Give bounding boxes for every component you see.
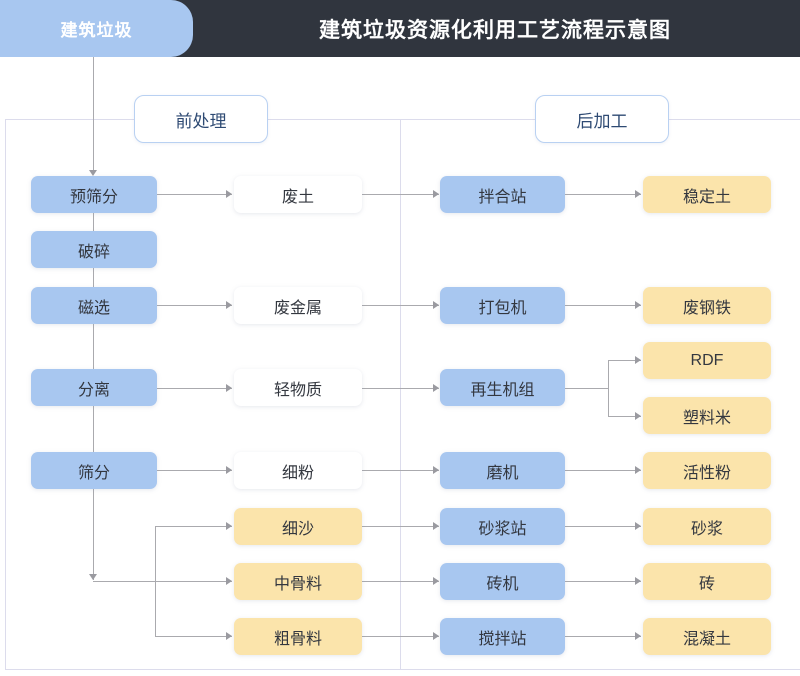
connector-light-matter-to-regen-unit [362,388,439,389]
connector-magnetic-to-waste-metal [157,305,232,306]
arrowhead-separate-to-light-matter [226,384,232,392]
connector-waste-soil-to-mix-station [362,194,439,195]
node-magnetic[interactable]: 磁选 [31,287,157,324]
connector-bus-to-fine-sand [155,526,232,527]
node-crush[interactable]: 破碎 [31,231,157,268]
node-baler[interactable]: 打包机 [440,287,565,324]
node-waste-soil[interactable]: 废土 [234,176,362,213]
node-mortar-plant[interactable]: 砂浆站 [440,508,565,545]
stage-divider [400,119,401,670]
page-title: 建筑垃圾资源化利用工艺流程示意图 [319,18,671,42]
arrowhead-waste-soil-to-mix-station [433,190,439,198]
connector-prescreen-to-waste-soil [157,194,232,195]
connector-mid-agg-to-brick-machine [362,581,439,582]
connector-regen-unit-to-rdf [608,360,641,361]
connector-regen-unit-stem [565,388,609,389]
arrowhead-coarse-agg-to-batch-plant [433,632,439,640]
node-mid-agg[interactable]: 中骨料 [234,563,362,600]
connector-prescreen-to-crush [93,213,94,236]
connector-crush-to-magnetic [93,268,94,291]
arrowhead-mill-to-active-powder [635,466,641,474]
connector-screen-to-fine-powder [157,470,232,471]
connector-aggregate-bus-horizontal [93,581,232,582]
arrowhead-magnetic-to-waste-metal [226,301,232,309]
node-light-matter[interactable]: 轻物质 [234,369,362,406]
diagram-panel [5,119,800,670]
arrowhead-brick-machine-to-brick [635,577,641,585]
connector-fine-sand-to-mortar-plant [362,526,439,527]
connector-separate-to-screen [93,406,94,457]
arrowhead-mortar-plant-to-mortar [635,522,641,530]
node-brick[interactable]: 砖 [643,563,771,600]
node-scrap-steel[interactable]: 废钢铁 [643,287,771,324]
connector-waste-metal-to-baler [362,305,439,306]
section-label-pretreatment: 前处理 [134,95,268,143]
arrowhead-mix-station-to-stable-soil [635,190,641,198]
connector-bus-to-coarse-agg [155,636,232,637]
node-rdf[interactable]: RDF [643,342,771,379]
arrowhead-mid-agg-to-brick-machine [433,577,439,585]
connector-baler-to-scrap-steel [565,305,641,306]
connector-screen-to-aggregate-bus [93,489,94,580]
arrowhead-screen-to-fine-powder [226,466,232,474]
arrowhead-light-matter-to-regen-unit [433,384,439,392]
node-plastic-pellet[interactable]: 塑料米 [643,397,771,434]
connector-mortar-plant-to-mortar [565,526,641,527]
node-separate[interactable]: 分离 [31,369,157,406]
connector-tab-to-prescreen [93,57,94,172]
arrowhead-fine-powder-to-mill [433,466,439,474]
node-batch-plant[interactable]: 搅拌站 [440,618,565,655]
node-stable-soil[interactable]: 稳定土 [643,176,771,213]
node-screen[interactable]: 筛分 [31,452,157,489]
connector-mix-station-to-stable-soil [565,194,641,195]
connector-batch-plant-to-concrete [565,636,641,637]
connector-mill-to-active-powder [565,470,641,471]
connector-regen-unit-to-plastic-pellet [608,416,641,417]
arrowhead-to-mid-agg [226,577,232,585]
node-waste-metal[interactable]: 废金属 [234,287,362,324]
arrowhead-to-fine-sand [226,522,232,530]
arrowhead-regen-unit-to-rdf [635,356,641,364]
node-fine-powder[interactable]: 细粉 [234,452,362,489]
arrowhead-tab-to-prescreen [89,170,97,176]
connector-aggregate-bus-riser [155,526,156,637]
node-brick-machine[interactable]: 砖机 [440,563,565,600]
node-active-powder[interactable]: 活性粉 [643,452,771,489]
node-mill[interactable]: 磨机 [440,452,565,489]
connector-regen-unit-fork-riser [608,360,609,416]
connector-coarse-agg-to-batch-plant [362,636,439,637]
node-mix-station[interactable]: 拌合站 [440,176,565,213]
arrowhead-prescreen-to-waste-soil [226,190,232,198]
node-coarse-agg[interactable]: 粗骨料 [234,618,362,655]
arrowhead-waste-metal-to-baler [433,301,439,309]
connector-fine-powder-to-mill [362,470,439,471]
node-fine-sand[interactable]: 细沙 [234,508,362,545]
node-mortar[interactable]: 砂浆 [643,508,771,545]
node-regen-unit[interactable]: 再生机组 [440,369,565,406]
connector-separate-to-light-matter [157,388,232,389]
header-tab-construction-waste[interactable]: 建筑垃圾 [0,0,193,57]
arrowhead-fine-sand-to-mortar-plant [433,522,439,530]
connector-brick-machine-to-brick [565,581,641,582]
node-concrete[interactable]: 混凝土 [643,618,771,655]
arrowhead-baler-to-scrap-steel [635,301,641,309]
arrowhead-screen-to-aggregate-bus [89,574,97,580]
node-pre-screen[interactable]: 预筛分 [31,176,157,213]
arrowhead-regen-unit-to-plastic-pellet [635,412,641,420]
arrowhead-to-coarse-agg [226,632,232,640]
connector-magnetic-to-separate [93,324,94,375]
section-label-postprocessing: 后加工 [535,95,669,143]
arrowhead-batch-plant-to-concrete [635,632,641,640]
